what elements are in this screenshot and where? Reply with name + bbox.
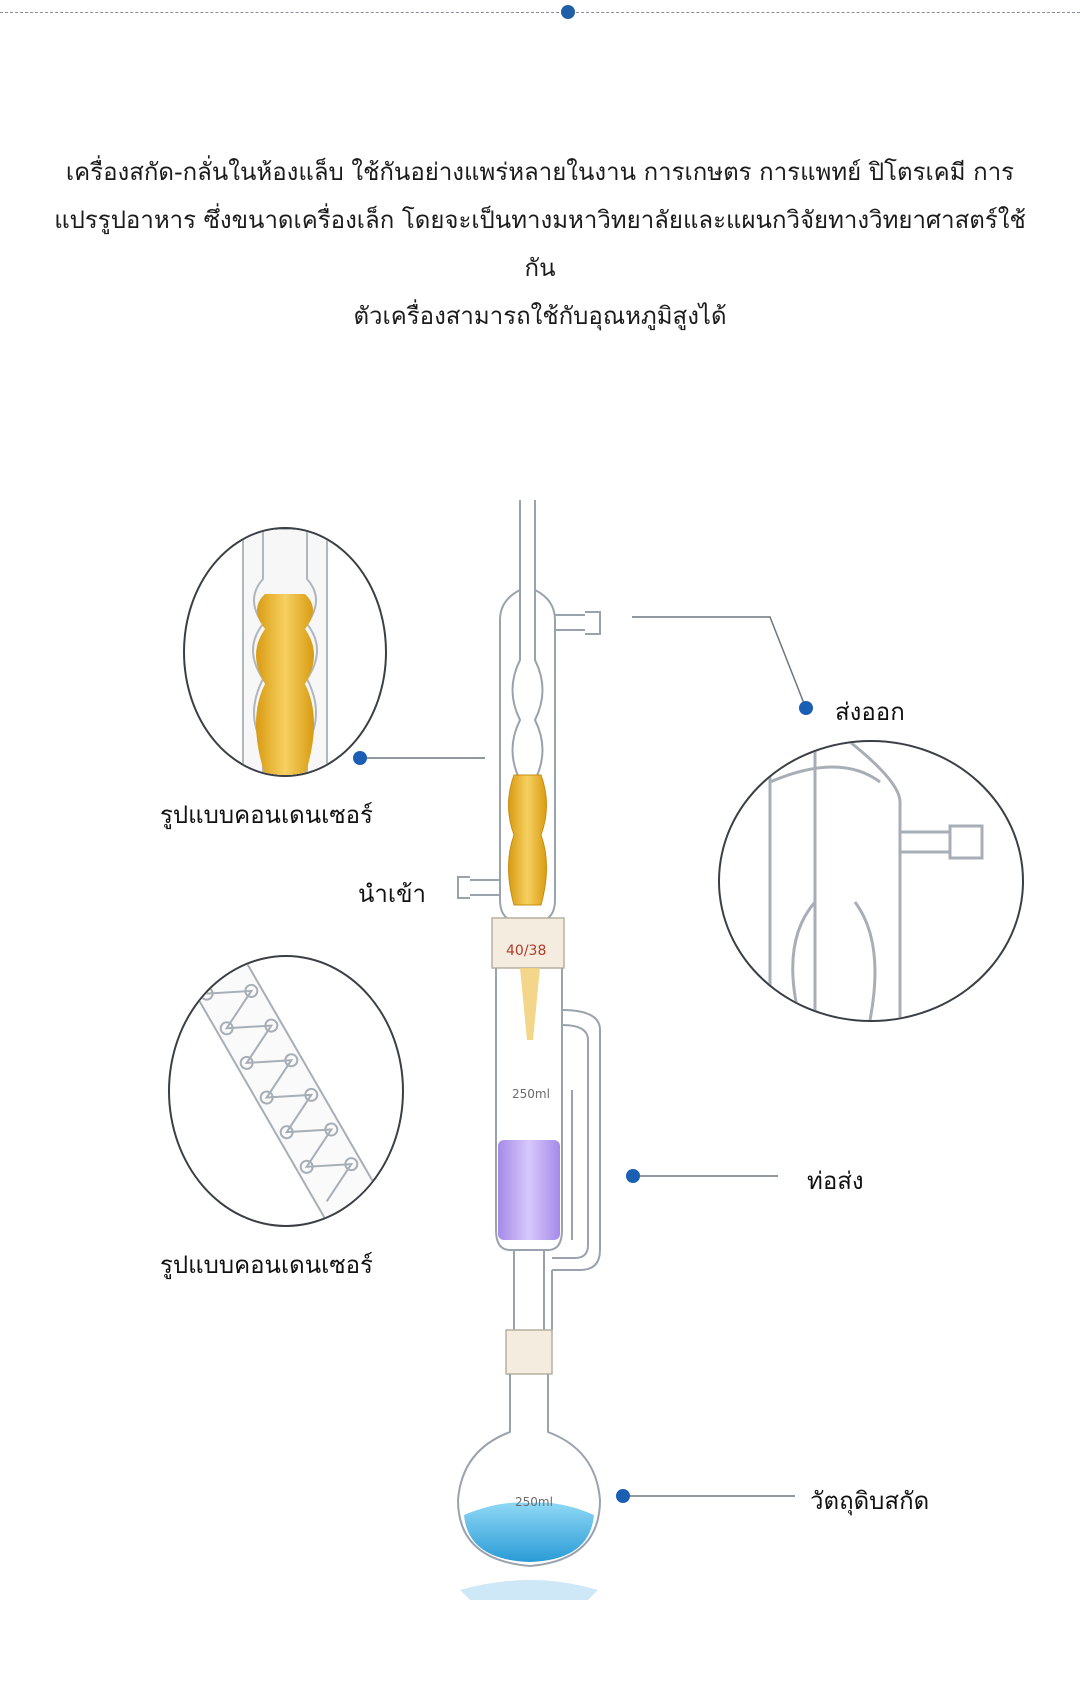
detail-bulb-condenser xyxy=(183,527,387,777)
condenser-bulb-dot xyxy=(353,751,367,765)
flask-label: วัตถุดิบสกัด xyxy=(810,1487,930,1515)
inlet-label: นำเข้า xyxy=(358,880,426,908)
violet-liquid xyxy=(498,1140,560,1240)
siphon-dot xyxy=(626,1169,640,1183)
detail-outlet xyxy=(718,740,1024,1022)
blue-liquid xyxy=(464,1502,594,1562)
ground-joint xyxy=(491,917,565,969)
top-divider xyxy=(0,12,1080,13)
flask-volume-mark: 250ml xyxy=(515,1495,553,1509)
condenser-bulb-label: รูปแบบคอนเดนเซอร์ xyxy=(160,801,373,829)
condenser-coil-label: รูปแบบคอนเดนเซอร์ xyxy=(160,1251,373,1279)
detail-coil-condenser xyxy=(168,955,404,1227)
intro-paragraph: เครื่องสกัด-กลั่นในห้องแล็บ ใช้กันอย่างแ… xyxy=(40,148,1040,340)
outlet-label: ส่งออก xyxy=(835,698,905,726)
intro-line-3: ตัวเครื่องสามารถใช้กับอุณหภูมิสูงได้ xyxy=(353,302,727,330)
flask-dot xyxy=(616,1489,630,1503)
top-divider-dot xyxy=(561,5,575,19)
siphon-label: ท่อส่ง xyxy=(807,1167,864,1195)
outlet-leader xyxy=(632,616,806,707)
joint-mark: 40/38 xyxy=(506,943,546,959)
intro-line-2: แปรรูปอาหาร ซึ่งขนาดเครื่องเล็ก โดยจะเป็… xyxy=(54,206,1026,282)
intro-line-1: เครื่องสกัด-กลั่นในห้องแล็บ ใช้กันอย่างแ… xyxy=(65,158,1015,186)
amber-liquid xyxy=(508,774,547,906)
outlet-dot xyxy=(799,701,813,715)
lower-joint xyxy=(505,1329,553,1375)
chamber-volume-mark: 250ml xyxy=(512,1087,550,1101)
extraction-chamber xyxy=(495,968,601,1330)
round-flask xyxy=(456,1374,602,1568)
